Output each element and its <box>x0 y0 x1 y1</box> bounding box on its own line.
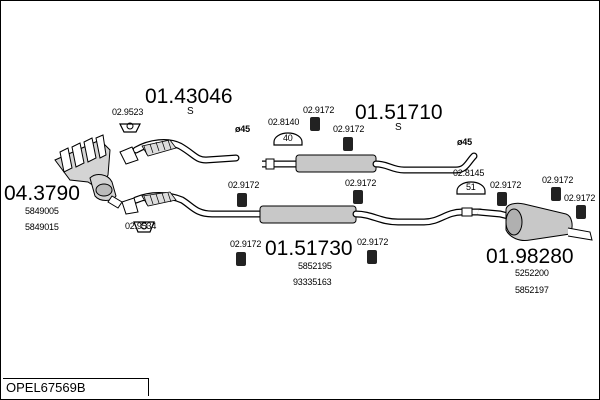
middle-silencer-upper-drawing <box>262 152 478 174</box>
rear-ref-2: 5852197 <box>515 285 549 295</box>
clamp-9534-drawing <box>133 221 155 233</box>
manifold-part-number: 04.3790 <box>4 182 80 205</box>
hanger-label-7: 02.9172 <box>564 193 596 203</box>
front-pipe-suffix: S <box>187 106 194 117</box>
middle-upper-suffix: S <box>395 122 402 133</box>
diameter-label-1: ø45 <box>235 124 250 134</box>
hanger-label-9: 02.9172 <box>357 237 389 247</box>
hanger-drawings <box>236 117 586 266</box>
manifold-ref-2: 5849015 <box>25 222 59 232</box>
hanger-badge-51: 51 <box>466 182 476 192</box>
diameter-label-2: ø45 <box>457 137 472 147</box>
middle-lower-ref-2: 93335163 <box>293 277 332 287</box>
hanger-label-6: 02.9172 <box>542 175 574 185</box>
hanger-label-5: 02.9172 <box>490 180 522 190</box>
front-pipe-drawing <box>119 139 240 165</box>
hanger-badge-40: 40 <box>283 133 293 143</box>
middle-silencer-lower-drawing <box>259 205 484 226</box>
rear-ref-1: 5252200 <box>515 268 549 278</box>
rear-part-number: 01.98280 <box>486 245 574 268</box>
rear-silencer-drawing <box>477 202 593 241</box>
middle-lower-part-number: 01.51730 <box>265 237 353 260</box>
part-label-8140: 02.8140 <box>268 117 300 127</box>
middle-lower-ref-1: 5852195 <box>298 261 332 271</box>
hanger-badge-shapes <box>273 132 486 195</box>
hanger-label-8: 02.9172 <box>230 239 262 249</box>
front-pipe-lower-drawing <box>121 191 266 218</box>
hanger-label-3: 02.9172 <box>228 180 260 190</box>
manifold-drawing <box>54 134 123 209</box>
clamp-9523-drawing <box>119 122 141 133</box>
part-label-9523: 02.9523 <box>112 107 144 117</box>
part-label-9534: 02.9534 <box>125 221 157 231</box>
manifold-ref-1: 5849005 <box>25 206 59 216</box>
hanger-label-2: 02.9172 <box>333 124 365 134</box>
part-label-8145: 02.8145 <box>453 168 485 178</box>
hanger-label-4: 02.9172 <box>345 178 377 188</box>
hanger-label-1: 02.9172 <box>303 105 335 115</box>
middle-upper-part-number: 01.51710 <box>355 101 443 124</box>
front-pipe-part-number: 01.43046 <box>145 85 233 108</box>
diagram-id-label: OPEL67569B <box>3 378 149 396</box>
